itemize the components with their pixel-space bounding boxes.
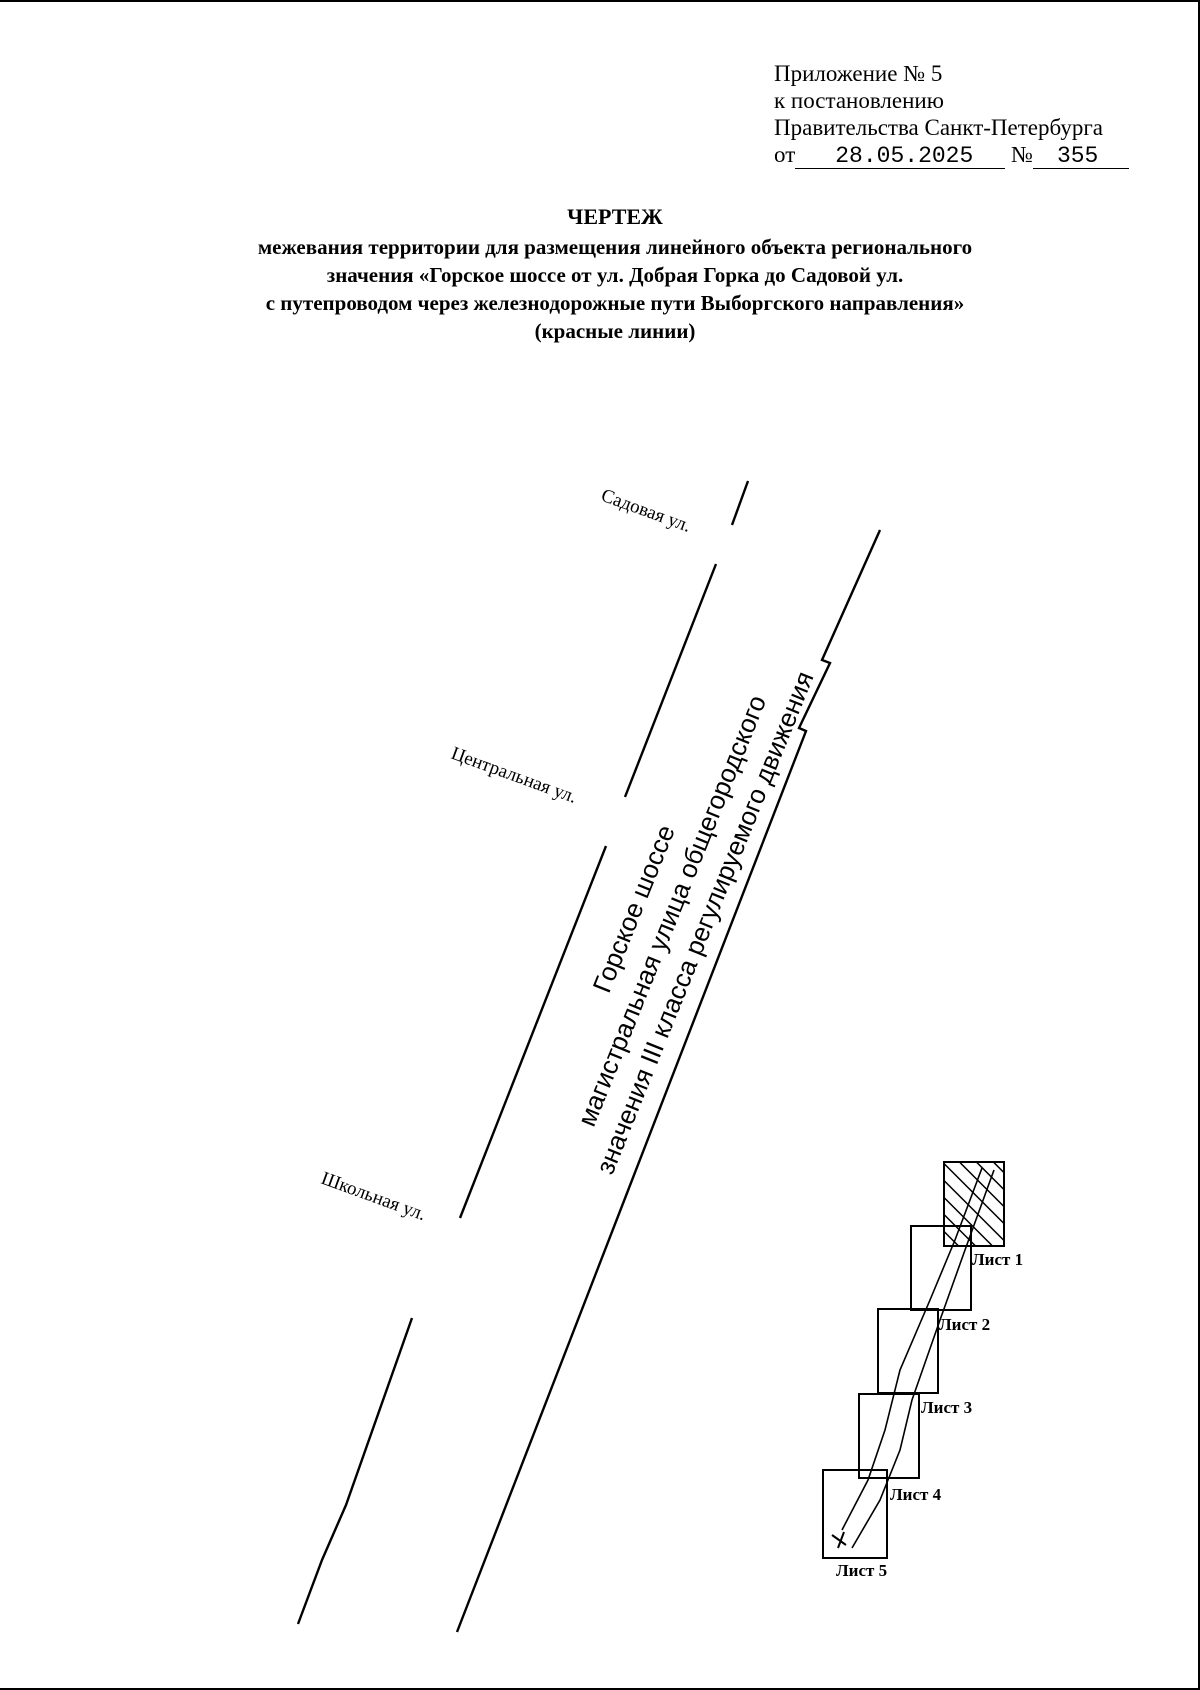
sheet-index: Лист 1 Лист 2 Лист 3 Лист 4 Лист 5 [822, 1161, 1023, 1580]
number-value: 355 [1056, 143, 1099, 169]
number-prefix: № [1011, 142, 1033, 167]
date-field: 28.05.2025 [795, 143, 1006, 169]
sheet-label-2: Лист 2 [939, 1315, 990, 1334]
sheet-label-4: Лист 4 [890, 1485, 942, 1504]
sheet-5-frame [822, 1469, 888, 1559]
sheet-label-1: Лист 1 [972, 1250, 1023, 1269]
mini-road-end-mark [831, 1531, 847, 1549]
sheet-2-frame [910, 1225, 972, 1311]
red-line-left [296, 480, 750, 1625]
number-field: 355 [1032, 143, 1129, 169]
drawing-heading: ЧЕРТЕЖ [567, 204, 663, 229]
mini-road-trace-right [851, 1169, 995, 1549]
title-line-1: межевания территории для размещения лине… [257, 235, 973, 259]
title-block: ЧЕРТЕЖ межевания территории для размещен… [150, 203, 1080, 345]
street-label-centralnaya: Центральная ул. [448, 743, 579, 808]
sheet-label-3: Лист 3 [921, 1398, 972, 1417]
red-line-left-segment-3 [458, 845, 608, 1219]
appendix-block: Приложение № 5 к постановлению Правитель… [774, 60, 1129, 169]
mini-road-trace-left [841, 1167, 983, 1531]
sheet-1-frame [943, 1161, 1005, 1247]
red-line-left-segment-2 [623, 563, 718, 798]
street-label-shkolnaya: Школьная ул. [318, 1168, 428, 1225]
street-label-sadovaya: Садовая ул. [598, 485, 693, 537]
appendix-line-3: Правительства Санкт-Петербурга [774, 115, 1103, 140]
red-line-left-segment-4 [296, 1317, 414, 1625]
appendix-date-line: от 28.05.2025 № 355 [774, 141, 1129, 169]
title-line-4: (красные линии) [534, 319, 696, 343]
red-line-left-segment-1 [730, 480, 750, 526]
date-value: 28.05.2025 [835, 143, 974, 169]
date-prefix: от [774, 142, 796, 167]
road-label-class-1: магистральная улица общегородского [571, 691, 772, 1131]
appendix-line-1: Приложение № 5 [774, 61, 943, 86]
title-line-2: значения «Горское шоссе от ул. Добрая Го… [326, 263, 904, 287]
red-line-right [455, 529, 882, 1633]
title-line-3: с путепроводом через железнодорожные пут… [265, 291, 965, 315]
sheet-label-5: Лист 5 [836, 1561, 887, 1580]
appendix-line-2: к постановлению [774, 88, 944, 113]
